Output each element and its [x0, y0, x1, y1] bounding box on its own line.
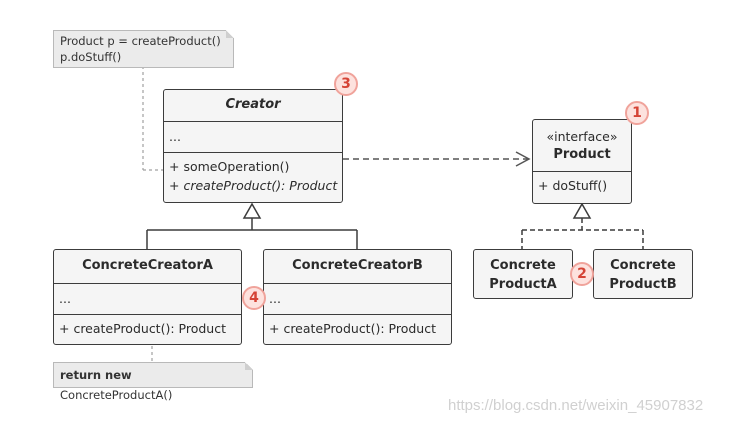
- creator-fields: ...: [164, 122, 342, 153]
- creator-methods: + someOperation() + createProduct(): Pro…: [164, 153, 342, 195]
- concrete-creator-b-name: ConcreteCreatorB: [264, 250, 451, 284]
- concrete-product-b-line-1: Concrete: [610, 258, 676, 273]
- concrete-product-a-class: Concrete ProductA: [473, 249, 573, 299]
- marker-2: 2: [570, 262, 594, 286]
- product-interface-name: Product: [553, 147, 611, 162]
- concrete-creator-a-class: ConcreteCreatorA ... + createProduct(): …: [53, 249, 242, 345]
- watermark-text: https://blog.csdn.net/weixin_45907832: [448, 397, 704, 414]
- creator-code-note: Product p = createProduct() p.doStuff(): [53, 30, 234, 68]
- note-fold-corner: [245, 362, 253, 370]
- marker-4: 4: [242, 286, 266, 310]
- concrete-creator-b-fields: ...: [264, 284, 451, 315]
- creator-note-line-2: p.doStuff(): [60, 50, 122, 64]
- creator-method-some-operation: + someOperation(): [169, 159, 290, 174]
- creator-method-create-product: + createProduct(): Product: [169, 178, 338, 193]
- return-note-expression: ConcreteProductA(): [60, 388, 173, 402]
- product-header: «interface» Product: [533, 120, 631, 172]
- concrete-creator-a-name: ConcreteCreatorA: [54, 250, 241, 284]
- product-interface: «interface» Product + doStuff(): [532, 119, 632, 204]
- concrete-creator-b-method: + createProduct(): Product: [269, 321, 436, 336]
- marker-1: 1: [625, 101, 649, 125]
- return-note-keyword: return new: [60, 368, 132, 382]
- concrete-creator-b-class: ConcreteCreatorB ... + createProduct(): …: [263, 249, 452, 345]
- creator-note-line-1: Product p = createProduct(): [60, 34, 221, 48]
- concrete-product-a-line-2: ProductA: [489, 277, 557, 292]
- concrete-creator-a-method: + createProduct(): Product: [59, 321, 226, 336]
- concrete-creator-a-fields: ...: [54, 284, 241, 315]
- note-fold-corner: [226, 30, 234, 38]
- product-method-do-stuff: + doStuff(): [538, 178, 608, 193]
- dependency-arrowhead: [515, 151, 531, 167]
- marker-3: 3: [334, 72, 358, 96]
- product-stereotype: «interface»: [546, 129, 618, 144]
- inheritance-triangle: [242, 202, 262, 219]
- concrete-product-b-line-2: ProductB: [609, 277, 677, 292]
- return-code-note: return new ConcreteProductA(): [53, 362, 253, 402]
- creator-class-name: Creator: [164, 90, 342, 122]
- creator-class: Creator ... + someOperation() + createPr…: [163, 89, 343, 203]
- realization-triangle: [572, 202, 592, 219]
- concrete-product-a-line-1: Concrete: [490, 258, 556, 273]
- concrete-product-b-class: Concrete ProductB: [593, 249, 693, 299]
